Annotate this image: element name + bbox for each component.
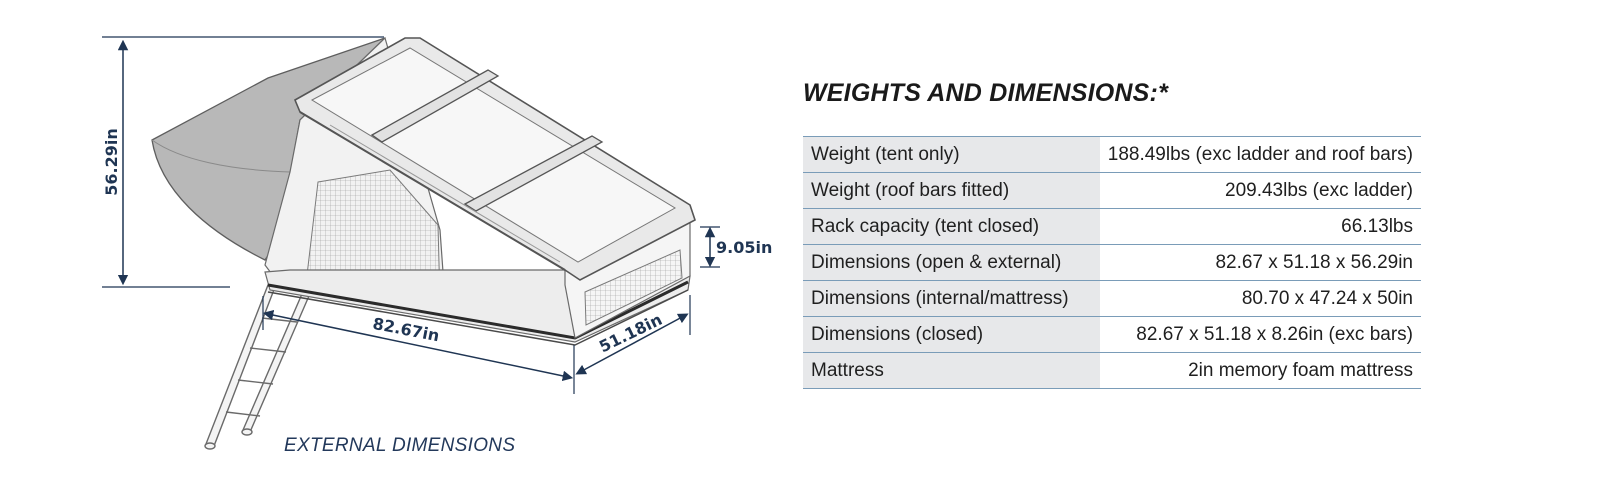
specs-section: WEIGHTS AND DIMENSIONS:* Weight (tent on… (803, 74, 1421, 389)
illustration-caption: EXTERNAL DIMENSIONS (284, 435, 515, 456)
dimension-base-height-label: 9.05in (716, 238, 772, 257)
spec-value: 188.49lbs (exc ladder and roof bars) (1099, 136, 1421, 173)
dimension-height-open: 56.29in (102, 36, 384, 288)
spec-table: Weight (tent only) 188.49lbs (exc ladder… (803, 136, 1421, 389)
spec-label: Mattress (803, 352, 1100, 389)
spec-value: 82.67 x 51.18 x 8.26in (exc bars) (1099, 316, 1421, 353)
specs-title: WEIGHTS AND DIMENSIONS:* (803, 79, 1168, 107)
spec-label: Dimensions (internal/mattress) (803, 280, 1100, 317)
table-row: Dimensions (closed) 82.67 x 51.18 x 8.26… (803, 316, 1421, 353)
table-row: Dimensions (internal/mattress) 80.70 x 4… (803, 280, 1421, 317)
table-row: Dimensions (open & external) 82.67 x 51.… (803, 244, 1421, 281)
spec-label: Dimensions (open & external) (803, 244, 1100, 281)
spec-value: 82.67 x 51.18 x 56.29in (1099, 244, 1421, 281)
spec-value: 80.70 x 47.24 x 50in (1099, 280, 1421, 317)
spec-value: 209.43lbs (exc ladder) (1099, 172, 1421, 209)
table-row: Weight (tent only) 188.49lbs (exc ladder… (803, 136, 1421, 173)
table-row: Rack capacity (tent closed) 66.13lbs (803, 208, 1421, 245)
tent-illustration: 56.29in 9.05in 82.67in 51.18in EXTERNAL … (102, 36, 772, 456)
dimension-length-label: 82.67in (371, 314, 441, 346)
spec-label: Weight (roof bars fitted) (803, 172, 1100, 209)
spec-value: 2in memory foam mattress (1099, 352, 1421, 389)
table-row: Mattress 2in memory foam mattress (803, 352, 1421, 389)
roof-bars (370, 69, 604, 212)
spec-label: Rack capacity (tent closed) (803, 208, 1100, 245)
ladder (204, 284, 313, 450)
dimension-height-open-label: 56.29in (102, 128, 121, 195)
dimension-base-height: 9.05in (700, 226, 772, 268)
spec-label: Weight (tent only) (803, 136, 1100, 173)
table-row: Weight (roof bars fitted) 209.43lbs (exc… (803, 172, 1421, 209)
spec-label: Dimensions (closed) (803, 316, 1100, 353)
spec-value: 66.13lbs (1099, 208, 1421, 245)
